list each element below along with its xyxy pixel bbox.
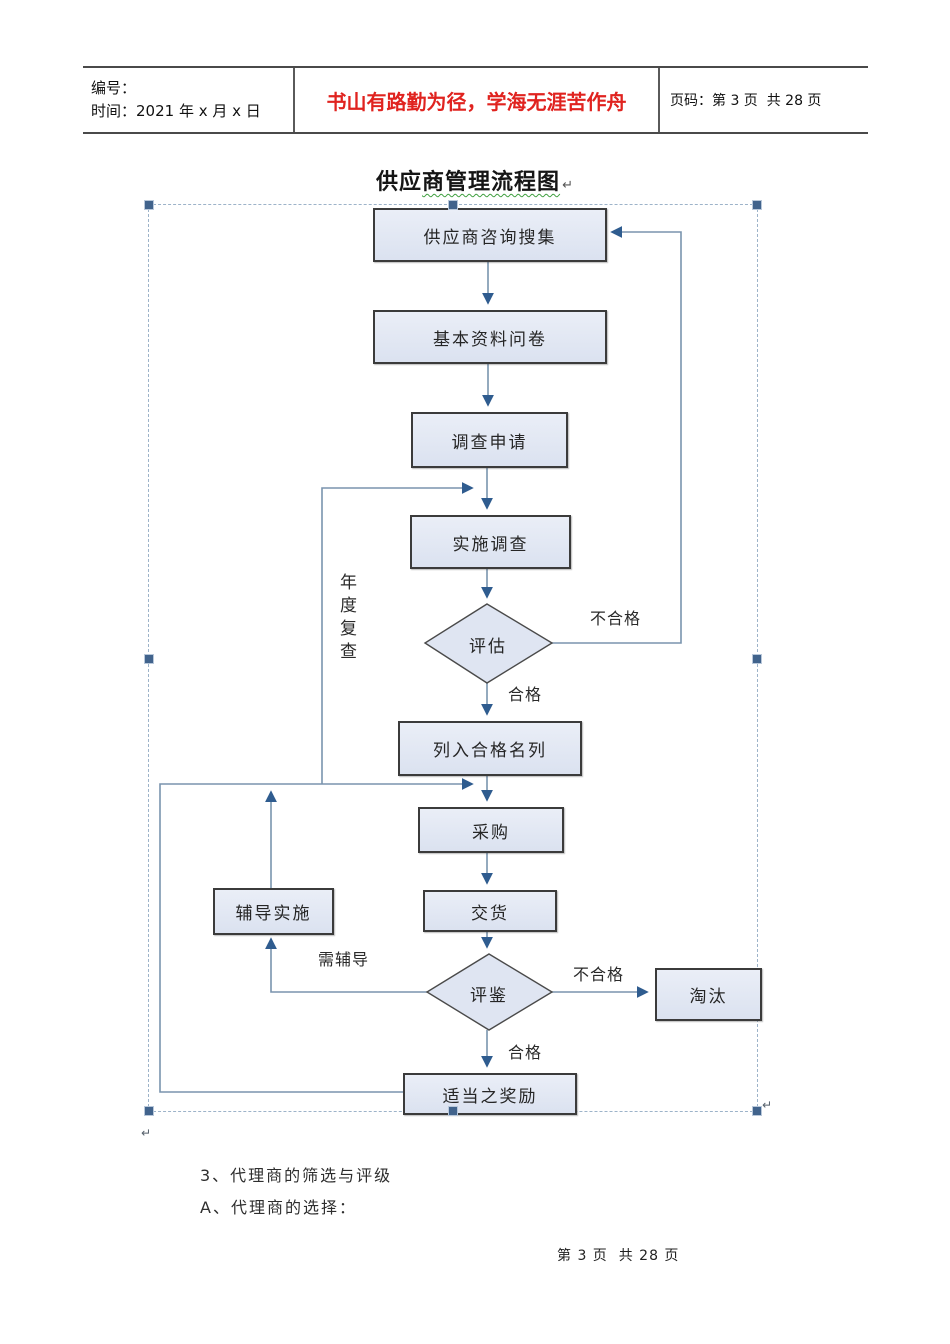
edge-label-pass-bottom: 合格 <box>508 1043 543 1062</box>
header-number-label: 编号： <box>91 79 137 97</box>
node-eliminate-label: 淘汰 <box>689 987 728 1007</box>
selection-handle-mid-right[interactable] <box>752 654 762 664</box>
node-questionnaire[interactable]: 基本资料问卷 <box>373 310 607 364</box>
flowchart-title-underlined: 商管理流程图 <box>422 170 561 195</box>
node-survey-request[interactable]: 调查申请 <box>411 412 568 468</box>
node-delivery[interactable]: 交货 <box>423 890 557 932</box>
page-footer: 第 3 页 共 28 页 <box>557 1248 680 1264</box>
paragraph-mark-icon: ↵ <box>762 1098 773 1112</box>
node-evaluate[interactable]: 评估 <box>427 632 549 657</box>
node-coaching-label: 辅导实施 <box>235 904 312 924</box>
selection-handle-top-left[interactable] <box>144 200 154 210</box>
node-appraise-label: 评鉴 <box>470 986 508 1006</box>
selection-handle-mid-left[interactable] <box>144 654 154 664</box>
node-qualified-list[interactable]: 列入合格名列 <box>398 721 582 776</box>
selection-handle-top-center[interactable] <box>448 200 458 210</box>
header-page-cell: 页码：第 3 页 共 28 页 <box>658 68 868 132</box>
selection-handle-top-right[interactable] <box>752 200 762 210</box>
page-header-table: 编号： 时间：2021 年 x 月 x 日 书山有路勤为径，学海无涯苦作舟 页码… <box>83 66 868 134</box>
node-coaching[interactable]: 辅导实施 <box>213 888 334 935</box>
header-motto-text: 书山有路勤为径，学海无涯苦作舟 <box>326 89 627 114</box>
node-collect-label: 供应商咨询搜集 <box>423 227 557 248</box>
node-reward-label: 适当之奖励 <box>442 1086 538 1107</box>
flowchart-title-plain: 供应 <box>376 170 423 195</box>
node-survey-request-label: 调查申请 <box>451 432 528 453</box>
node-qualified-list-label: 列入合格名列 <box>433 741 547 761</box>
edge-label-pass-top: 合格 <box>508 685 543 704</box>
header-page-label: 页码：第 3 页 共 28 页 <box>670 93 822 109</box>
node-eliminate[interactable]: 淘汰 <box>655 968 762 1021</box>
node-delivery-label: 交货 <box>471 903 509 924</box>
node-appraise[interactable]: 评鉴 <box>428 981 550 1006</box>
node-survey-exec-label: 实施调查 <box>452 534 529 555</box>
header-id-cell: 编号： 时间：2021 年 x 月 x 日 <box>83 68 293 132</box>
flowchart-title: 供应商管理流程图↵ <box>0 164 950 196</box>
header-motto-cell: 书山有路勤为径，学海无涯苦作舟 <box>293 68 658 132</box>
selection-handle-bottom-right[interactable] <box>752 1106 762 1116</box>
body-text-line-2: A、代理商的选择： <box>200 1198 357 1217</box>
node-reward[interactable]: 适当之奖励 <box>403 1073 577 1115</box>
body-text-line-1: 3、代理商的筛选与评级 <box>200 1166 393 1185</box>
node-purchase[interactable]: 采购 <box>418 807 564 853</box>
paragraph-mark-icon: ↵ <box>562 178 574 193</box>
node-purchase-label: 采购 <box>472 822 510 843</box>
edge-label-annual-review: 年度复查 <box>340 573 357 662</box>
selection-handle-bottom-left[interactable] <box>144 1106 154 1116</box>
node-questionnaire-label: 基本资料问卷 <box>433 329 547 350</box>
node-evaluate-label: 评估 <box>469 637 507 657</box>
node-collect[interactable]: 供应商咨询搜集 <box>373 208 607 262</box>
edge-label-fail-top: 不合格 <box>590 609 642 628</box>
edge-label-need-coaching: 需辅导 <box>318 950 370 969</box>
selection-handle-bottom-center[interactable] <box>448 1106 458 1116</box>
edge-label-fail-bottom: 不合格 <box>573 965 625 984</box>
node-survey-exec[interactable]: 实施调查 <box>410 515 571 569</box>
paragraph-mark-icon: ↵ <box>141 1126 152 1140</box>
header-time-label: 时间：2021 年 x 月 x 日 <box>91 102 261 120</box>
